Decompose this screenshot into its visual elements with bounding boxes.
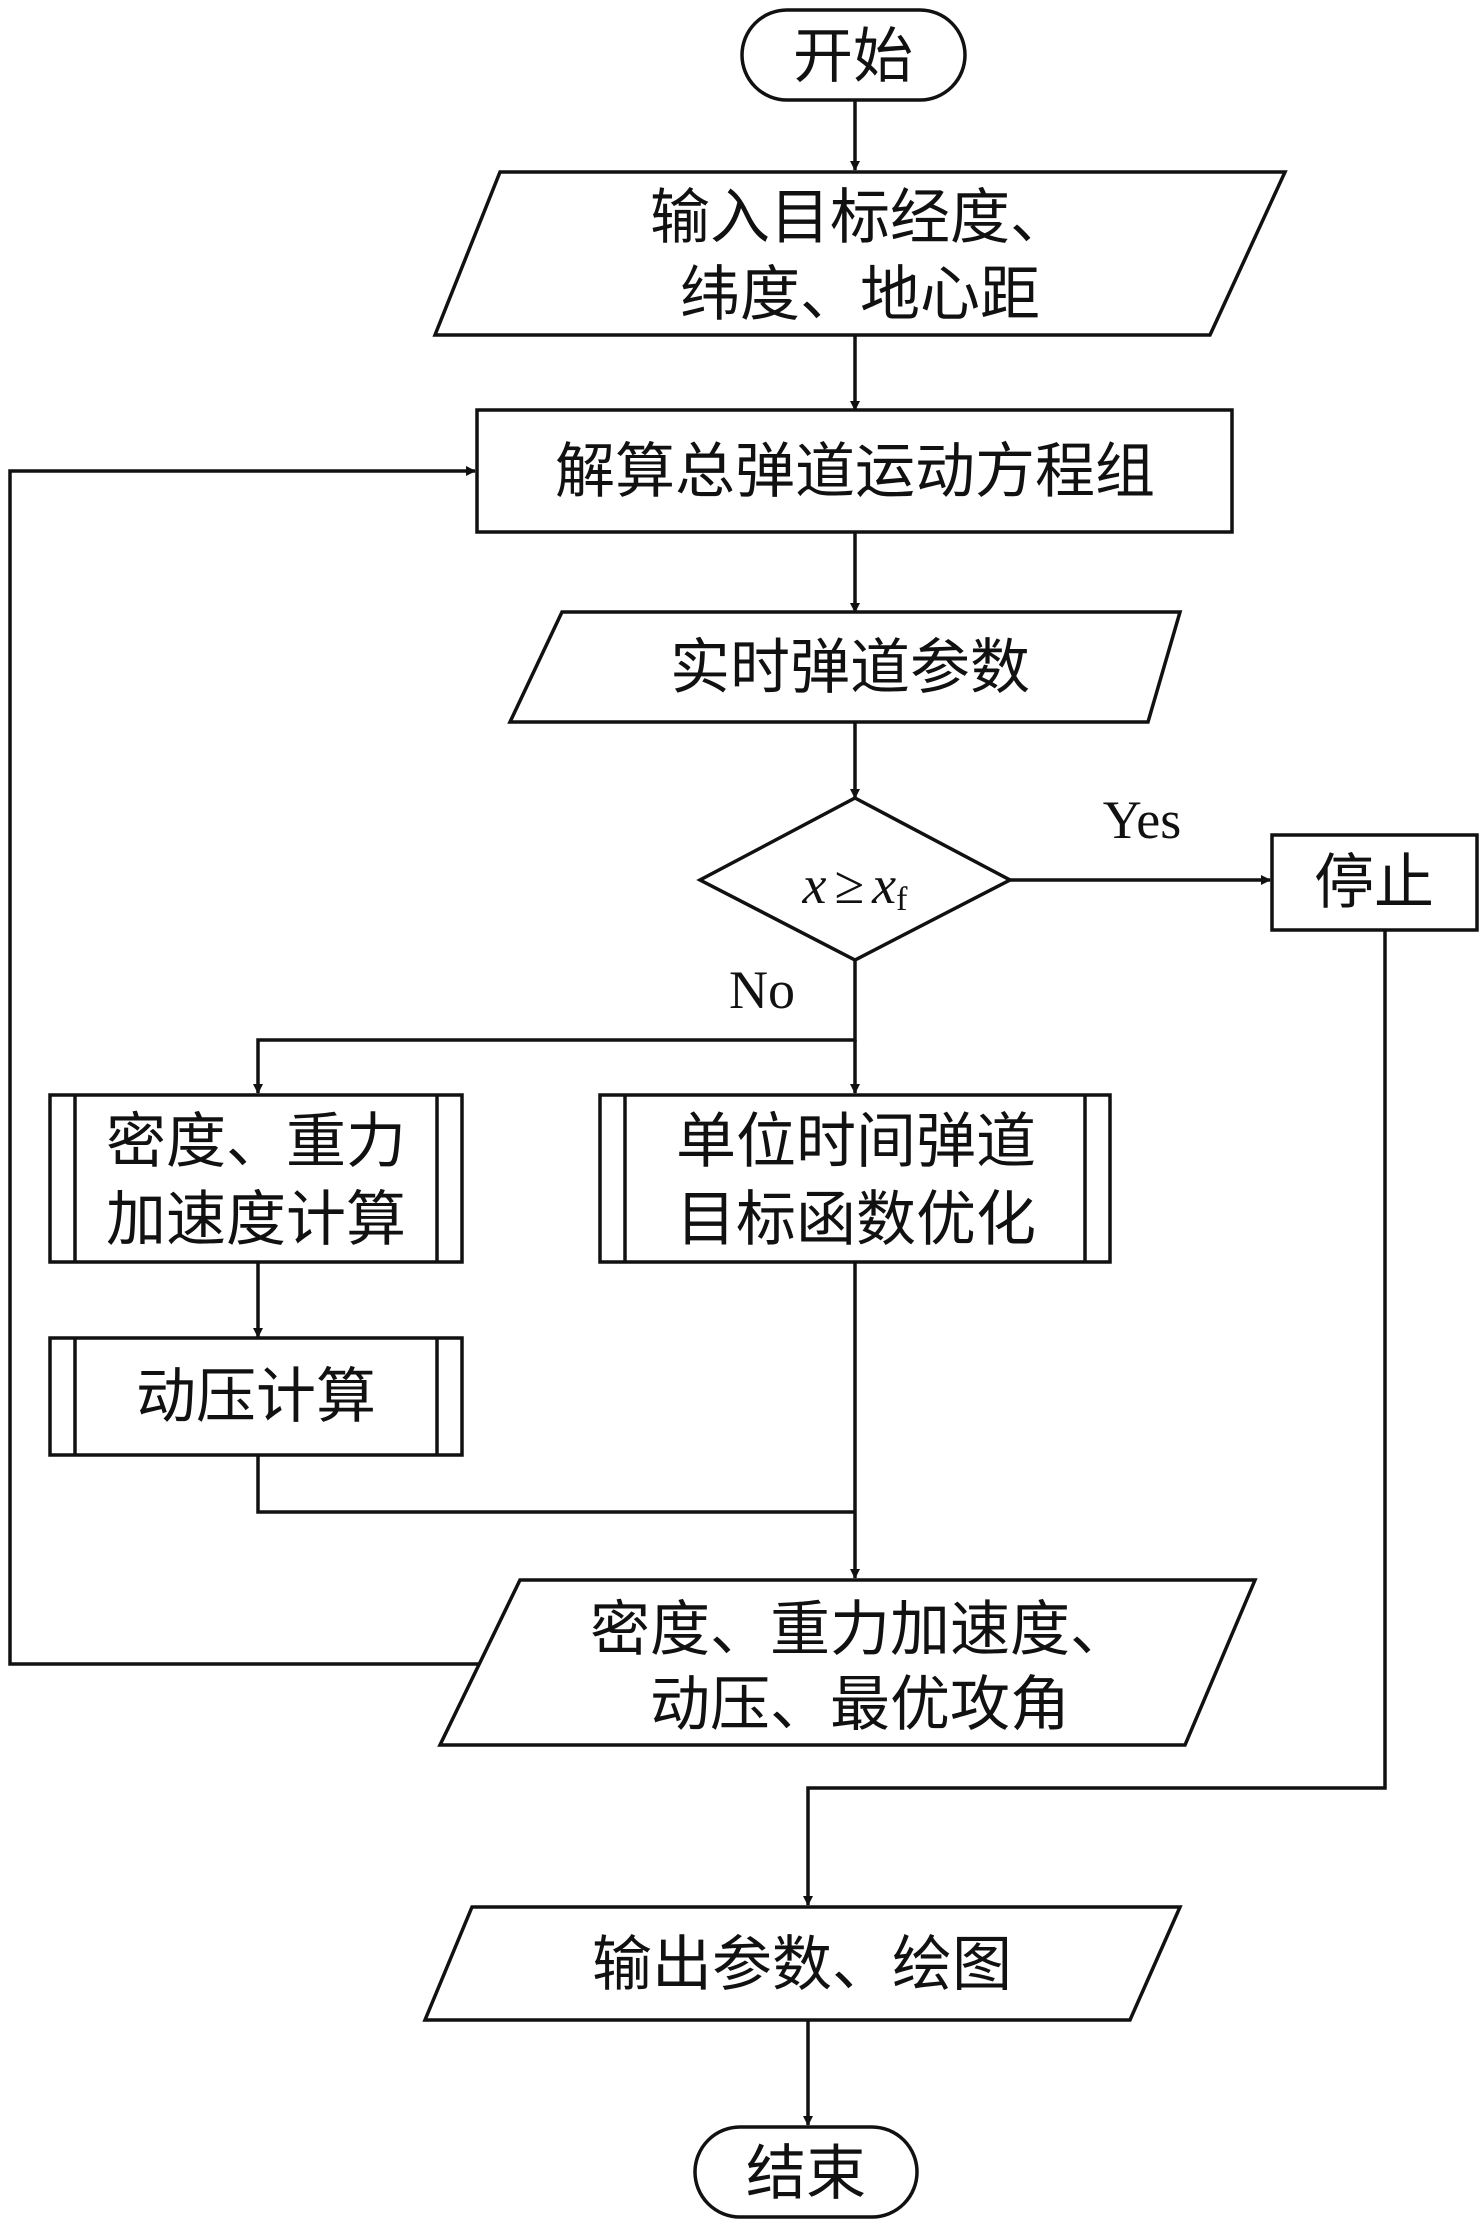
input-line-1: 输入目标经度、 — [650, 183, 1070, 253]
density-calc-line-2: 加速度计算 — [106, 1185, 406, 1255]
solve-label: 解算总弹道运动方程组 — [555, 437, 1155, 507]
output-box: 输出参数、绘图 — [422, 1905, 1183, 2022]
realtime-box: 实时弹道参数 — [507, 610, 1183, 724]
stop-box: 停止 — [1270, 833, 1479, 932]
decision-rhs-sub: f — [896, 881, 908, 918]
end-label: 结束 — [746, 2139, 866, 2209]
start-label: 开始 — [793, 22, 913, 92]
decision-rhs: x — [871, 855, 896, 915]
decision-diamond: x≥xf — [696, 796, 1014, 962]
optimize-box: 单位时间弹道 目标函数优化 — [598, 1093, 1112, 1264]
result-line-2: 动压、最优攻角 — [650, 1670, 1070, 1740]
result-line-1: 密度、重力加速度、 — [590, 1595, 1130, 1665]
output-label: 输出参数、绘图 — [592, 1930, 1012, 2000]
connectors — [8, 100, 1387, 2126]
optimize-line-1: 单位时间弹道 — [676, 1107, 1036, 1177]
realtime-label: 实时弹道参数 — [670, 633, 1030, 703]
solve-box: 解算总弹道运动方程组 — [475, 408, 1234, 534]
pressure-calc-label: 动压计算 — [136, 1362, 376, 1432]
input-box: 输入目标经度、 纬度、地心距 — [432, 170, 1288, 337]
yes-label: Yes — [1103, 790, 1182, 850]
input-line-2: 纬度、地心距 — [680, 260, 1040, 330]
decision-var: x — [802, 855, 827, 915]
density-calc-line-1: 密度、重力 — [106, 1107, 406, 1177]
line-pressure-merge — [256, 1455, 855, 1514]
arrow-loop-back-to-solve — [8, 466, 485, 1666]
decision-op: ≥ — [835, 855, 865, 915]
optimize-line-2: 目标函数优化 — [676, 1185, 1036, 1255]
end-terminal: 结束 — [693, 2125, 919, 2219]
result-box: 密度、重力加速度、 动压、最优攻角 — [437, 1578, 1258, 1747]
density-calc-box: 密度、重力 加速度计算 — [48, 1093, 464, 1264]
arrow-no-to-density — [253, 960, 857, 1094]
arrow-stop-to-output — [803, 930, 1387, 1906]
pressure-calc-box: 动压计算 — [48, 1336, 464, 1457]
no-label: No — [729, 960, 795, 1020]
decision-condition: x≥xf — [802, 855, 909, 918]
stop-label: 停止 — [1314, 848, 1434, 918]
start-terminal: 开始 — [740, 8, 967, 102]
